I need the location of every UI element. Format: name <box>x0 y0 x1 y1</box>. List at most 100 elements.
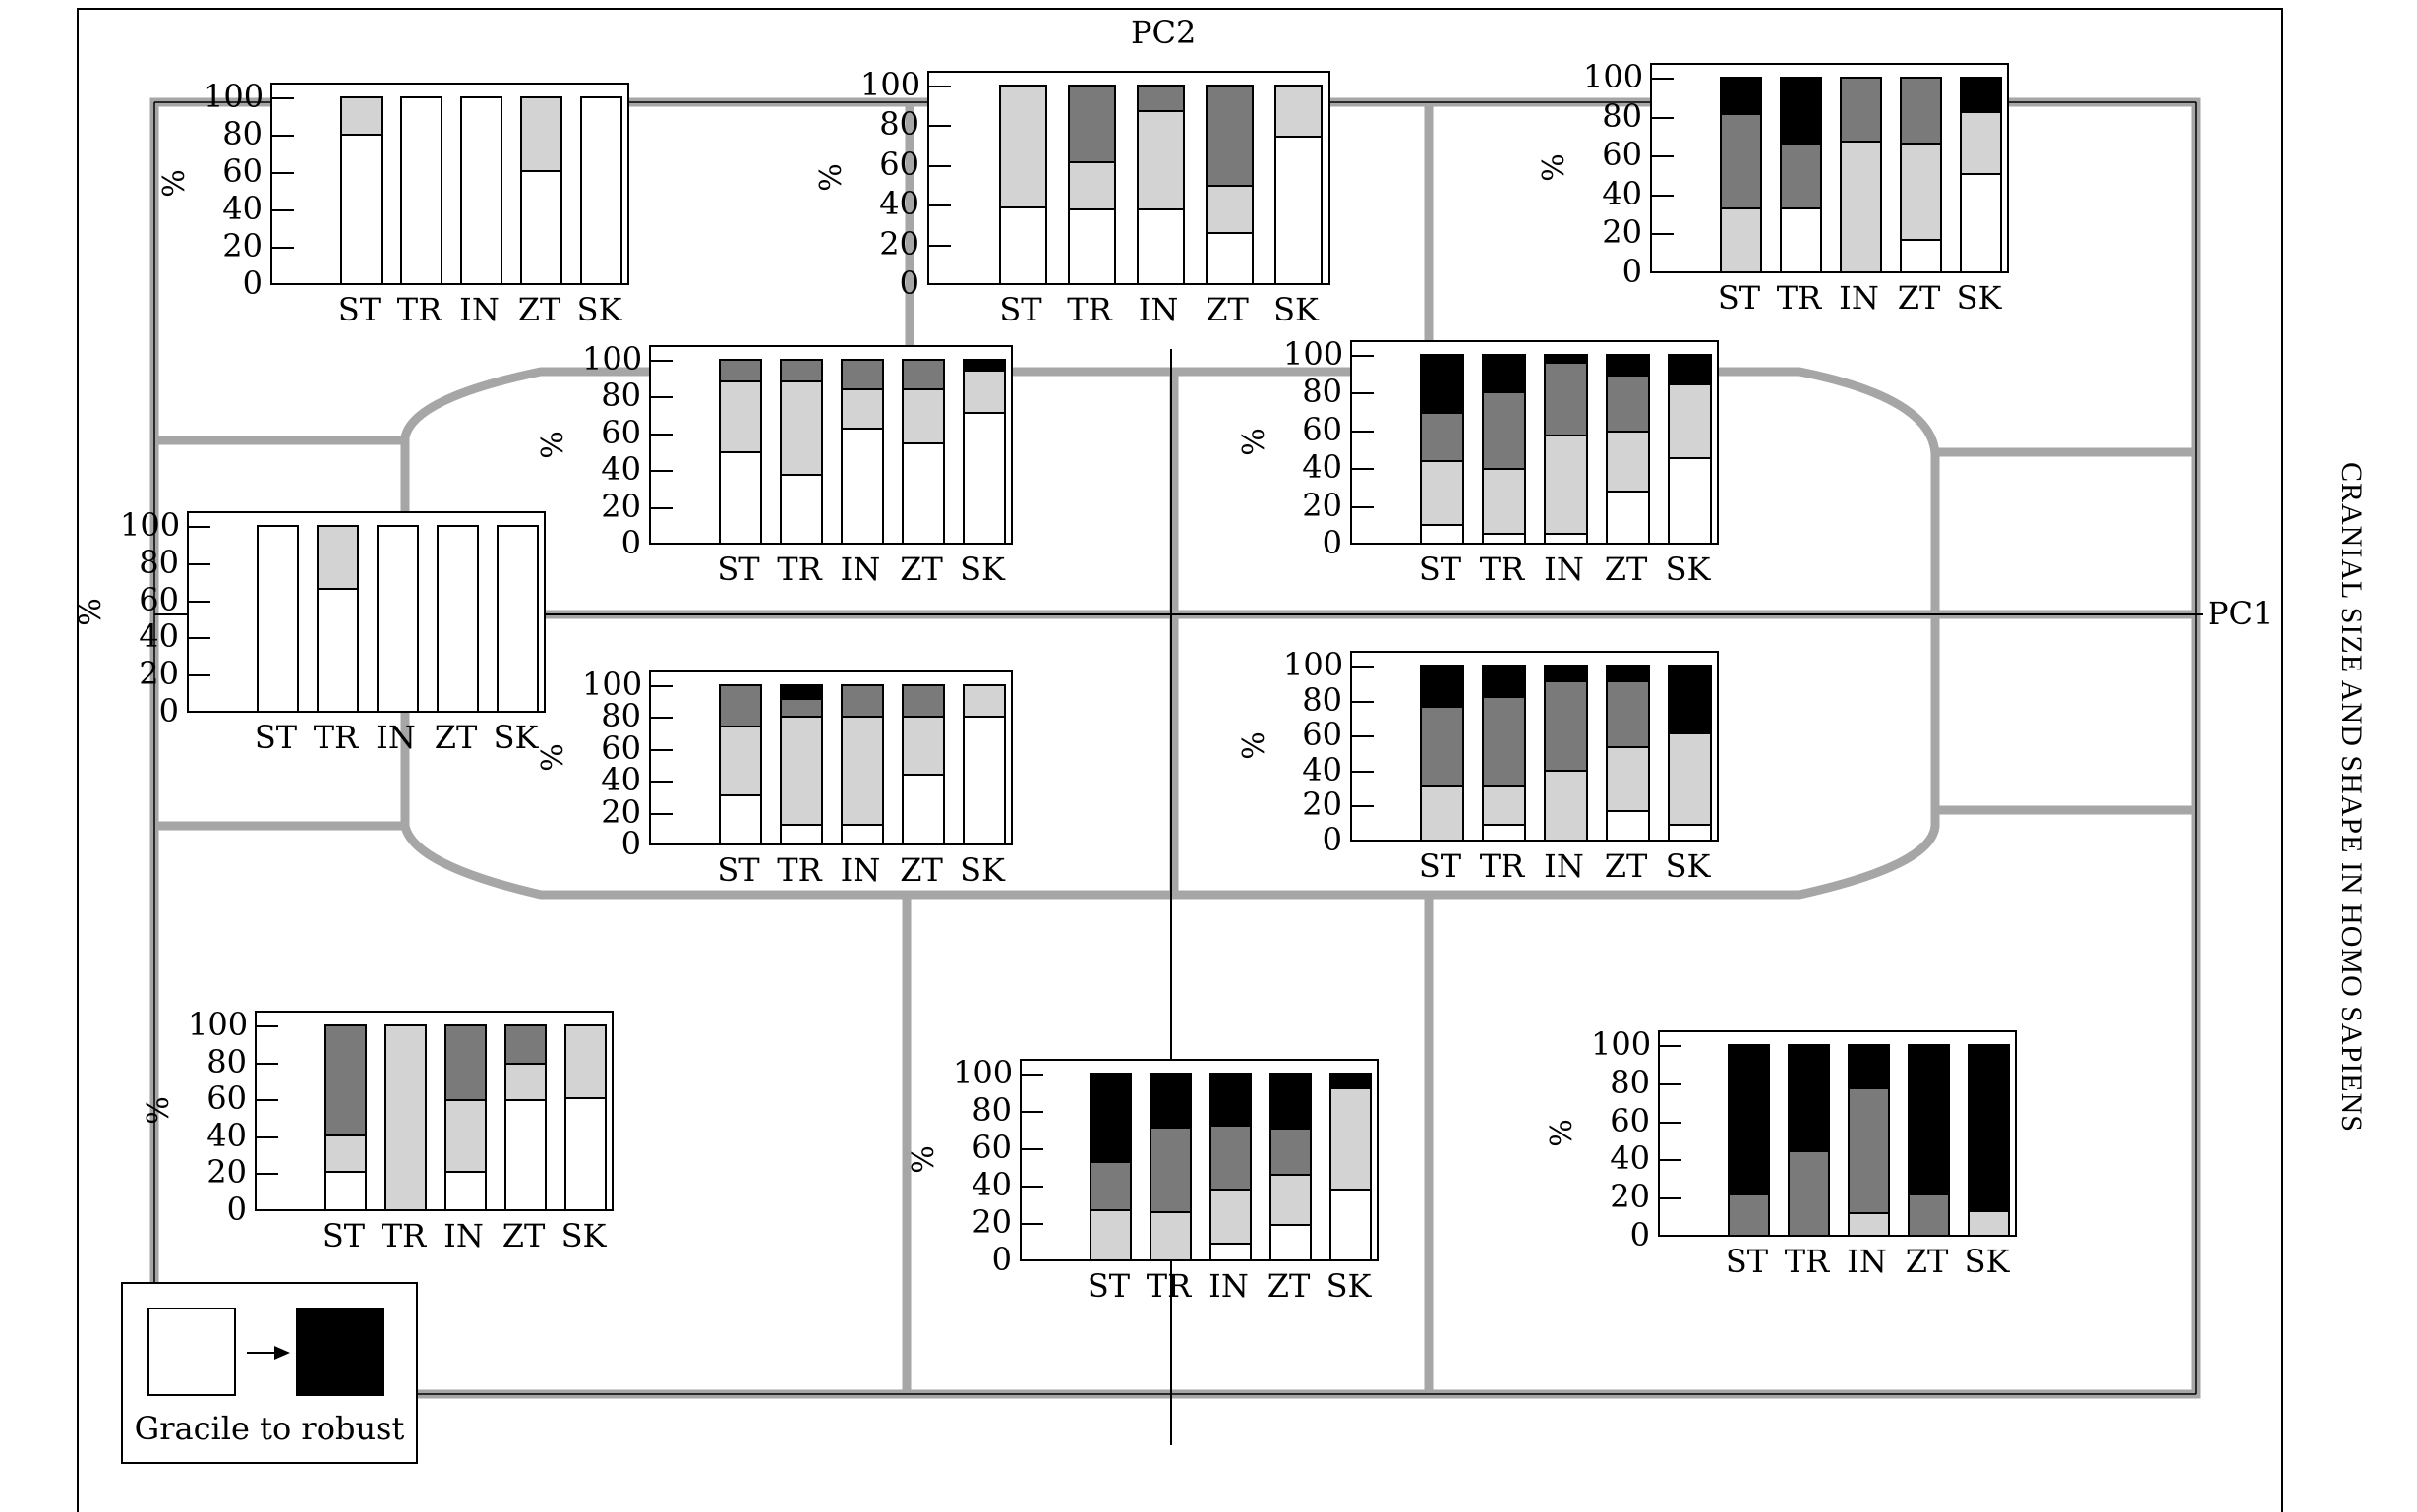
y-tick <box>1022 1223 1043 1225</box>
y-tick-label: 40 <box>1302 448 1342 487</box>
segment-white <box>965 718 1004 843</box>
y-axis-label: % <box>535 430 570 459</box>
bar-tr <box>1067 85 1116 283</box>
y-tick-label: 20 <box>972 1203 1012 1241</box>
segment-light <box>1608 432 1648 493</box>
y-tick-label: 60 <box>206 1079 247 1118</box>
segment-dark <box>721 361 760 383</box>
segment-white <box>1271 1226 1310 1259</box>
segment-light <box>843 718 882 827</box>
segment-dark <box>843 361 882 390</box>
bar-zt <box>902 684 945 843</box>
x-tick-label: SK <box>960 551 1005 588</box>
y-tick-label: 20 <box>1302 486 1342 524</box>
x-tick-label: SK <box>1665 847 1711 885</box>
segment-dark <box>1730 1194 1768 1235</box>
bar-in <box>1209 1073 1252 1259</box>
segment-white <box>439 527 477 711</box>
segment-dark <box>1091 1163 1130 1212</box>
bar-sk <box>1668 665 1712 840</box>
segment-light <box>1842 142 1880 271</box>
x-tick-label: SK <box>1956 279 2002 317</box>
bar-in <box>444 1024 487 1209</box>
y-axis-label: % <box>535 743 570 772</box>
segment-white <box>843 430 882 543</box>
y-tick-label: 40 <box>1602 174 1642 212</box>
y-tick <box>651 506 673 509</box>
segment-white <box>721 453 760 543</box>
x-tick-label: ST <box>1717 279 1761 317</box>
y-tick <box>1660 1045 1681 1047</box>
segment-black <box>1422 356 1462 414</box>
segment-light <box>843 389 882 431</box>
bar-st <box>257 525 299 711</box>
segment-light <box>1484 469 1524 536</box>
y-tick-label: 100 <box>204 78 265 115</box>
bar-in <box>841 359 884 543</box>
x-tick-label: ST <box>1725 1243 1769 1280</box>
y-tick-label: 80 <box>139 543 179 581</box>
pc2-axis-label: PC2 <box>1131 14 1197 51</box>
segment-light <box>965 372 1004 414</box>
y-tick <box>272 135 294 137</box>
y-tick <box>272 172 294 174</box>
y-tick-label: 100 <box>582 340 643 378</box>
y-tick-label: 80 <box>972 1091 1012 1129</box>
segment-black <box>1484 666 1524 698</box>
bar-zt <box>437 525 479 711</box>
segment-white <box>1000 208 1045 283</box>
x-tick-label: ZT <box>900 851 943 889</box>
y-tick <box>929 244 951 247</box>
segment-dark <box>446 1026 485 1102</box>
y-tick <box>257 1135 278 1138</box>
segment-light <box>1670 385 1710 459</box>
segment-light <box>1422 462 1462 526</box>
bar-sk <box>963 684 1006 843</box>
x-tick-label: SK <box>960 851 1005 889</box>
x-tick-label: IN <box>443 1217 484 1254</box>
segment-light <box>1546 772 1586 840</box>
segment-white <box>1670 458 1710 543</box>
y-tick <box>1660 1082 1681 1085</box>
segment-white <box>1422 525 1462 543</box>
y-tick-label: 20 <box>1302 785 1342 824</box>
y-tick-label: 100 <box>860 66 921 103</box>
bar-st <box>719 684 762 843</box>
y-tick <box>1352 700 1374 703</box>
segment-black <box>782 686 821 701</box>
y-tick-label: 20 <box>1610 1178 1650 1216</box>
x-tick-label: IN <box>1544 551 1584 588</box>
segment-black <box>1546 667 1586 682</box>
y-tick <box>272 97 294 99</box>
y-tick <box>189 637 210 640</box>
y-tick <box>189 674 210 677</box>
segment-black <box>1782 79 1820 145</box>
segment-black <box>1850 1046 1888 1090</box>
y-tick-label: 20 <box>601 792 641 831</box>
segment-light <box>522 98 560 173</box>
segment-black <box>1211 1074 1250 1127</box>
bar-tr <box>1780 77 1822 271</box>
y-tick <box>1352 735 1374 738</box>
bar-sk <box>963 359 1006 543</box>
y-tick-label: 80 <box>1602 96 1642 135</box>
segment-black <box>1790 1046 1828 1152</box>
legend-robust-swatch <box>296 1308 384 1396</box>
segment-white <box>721 796 760 843</box>
y-tick-label: 0 <box>1629 1216 1650 1253</box>
x-tick-label: TR <box>1776 279 1822 317</box>
bar-in <box>1840 77 1882 271</box>
x-tick-label: IN <box>1138 291 1179 328</box>
segment-white <box>843 826 882 843</box>
segment-light <box>1000 87 1045 209</box>
segment-white <box>1484 825 1524 840</box>
segment-dark <box>1722 115 1760 210</box>
y-tick-label: 0 <box>226 1191 247 1228</box>
segment-white <box>1608 811 1648 840</box>
segment-white <box>379 527 417 711</box>
bar-tr <box>400 96 442 283</box>
